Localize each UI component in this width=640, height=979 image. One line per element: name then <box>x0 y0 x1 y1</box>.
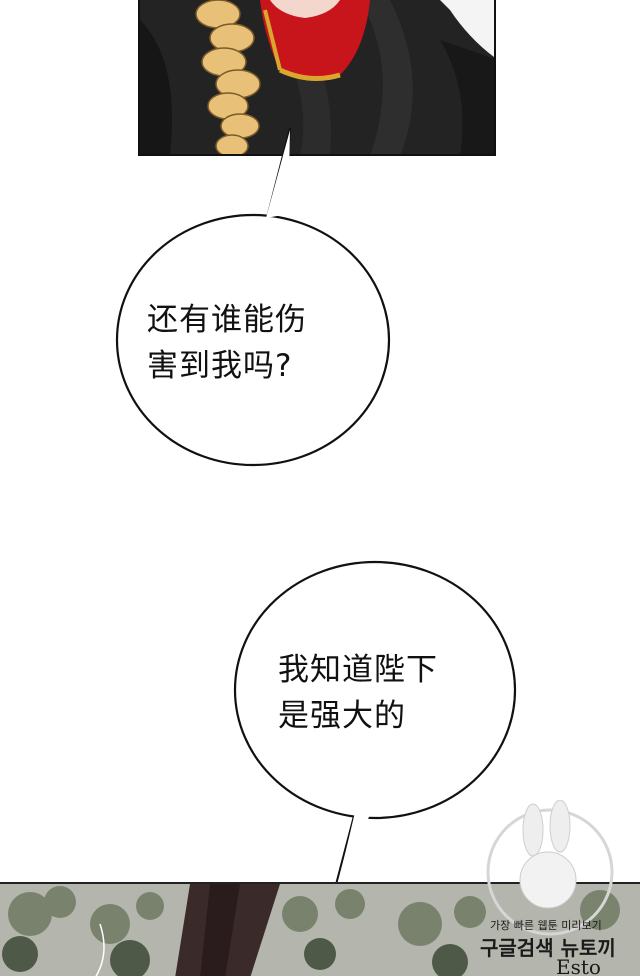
watermark-text-line3: Esto <box>556 955 601 979</box>
foliage-illustration <box>0 884 640 976</box>
comic-panel-top <box>138 0 496 156</box>
watermark-text-line1: 가장 빠른 웹툰 미리보기 <box>490 919 602 932</box>
speech-bubble-1-text: 还有谁能伤 害到我吗? <box>147 297 307 389</box>
speech-bubble-2-line1: 我知道陛下 <box>278 652 438 688</box>
speech-bubble-1-line1: 还有谁能伤 <box>147 302 307 338</box>
speech-bubble-2-line2: 是强大的 <box>278 698 406 734</box>
watermark-text-line2: 구글검색 뉴토끼 <box>480 936 616 960</box>
comic-panel-bottom <box>0 882 640 976</box>
speech-bubble-2-text: 我知道陛下 是强大的 <box>278 647 438 739</box>
character-illustration <box>140 0 494 154</box>
speech-bubble-1-line2: 害到我吗? <box>147 348 293 384</box>
braid <box>195 0 261 154</box>
watermark-logo <box>486 800 614 936</box>
